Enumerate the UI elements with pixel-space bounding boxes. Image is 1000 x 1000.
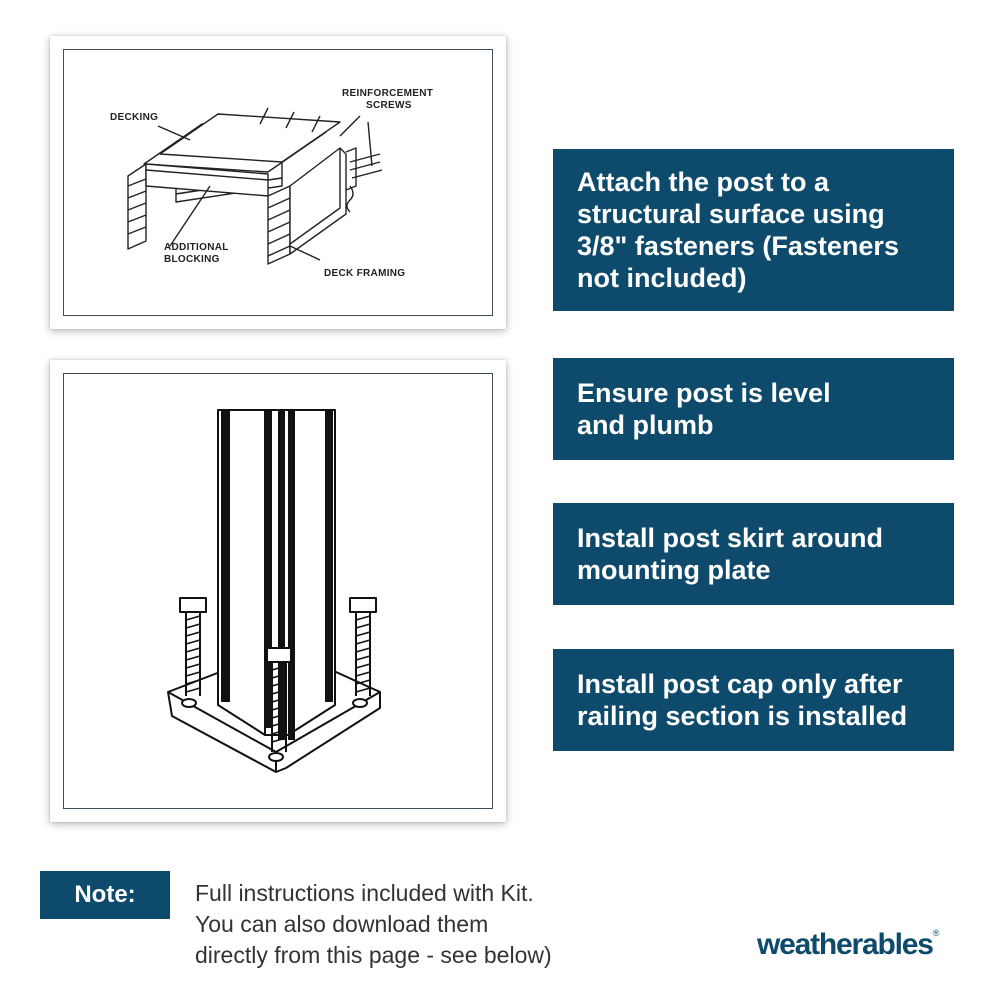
- brand-trademark: ®: [932, 928, 940, 938]
- step-post-skirt: Install post skirt around mounting plate: [553, 503, 954, 605]
- note-text: Full instructions included with Kit. You…: [195, 880, 552, 968]
- post-mount-illustration: [167, 409, 381, 773]
- brand-logo: weatherables®: [757, 928, 939, 962]
- label-reinforcement-line1: REINFORCEMENT: [342, 88, 433, 99]
- step-post-skirt-text: Install post skirt around mounting plate: [577, 523, 884, 585]
- deck-framing-diagram-card: DECKING REINFORCEMENT SCREWS ADDITIONAL …: [50, 36, 506, 329]
- label-reinforcement-line2: SCREWS: [366, 100, 412, 111]
- step-post-cap-text: Install post cap only after railing sect…: [577, 669, 908, 731]
- step-level-plumb: Ensure post is level and plumb: [553, 358, 954, 460]
- step-attach-post: Attach the post to a structural surface …: [553, 149, 954, 311]
- step-post-cap: Install post cap only after railing sect…: [553, 649, 954, 751]
- label-additional-line1: ADDITIONAL: [164, 242, 229, 253]
- label-additional-line2: BLOCKING: [164, 254, 220, 265]
- step-attach-post-text: Attach the post to a structural surface …: [577, 167, 899, 293]
- diagram-frame: [63, 373, 493, 809]
- label-decking: DECKING: [110, 112, 158, 123]
- step-level-plumb-text: Ensure post is level and plumb: [577, 378, 831, 440]
- diagram-frame: [63, 49, 493, 316]
- post-mount-diagram-card: [50, 360, 506, 822]
- note-badge: Note:: [40, 871, 170, 919]
- label-deck-framing: DECK FRAMING: [324, 268, 405, 279]
- deck-framing-illustration: DECKING REINFORCEMENT SCREWS ADDITIONAL …: [110, 88, 433, 279]
- brand-name: weatherables: [757, 928, 934, 961]
